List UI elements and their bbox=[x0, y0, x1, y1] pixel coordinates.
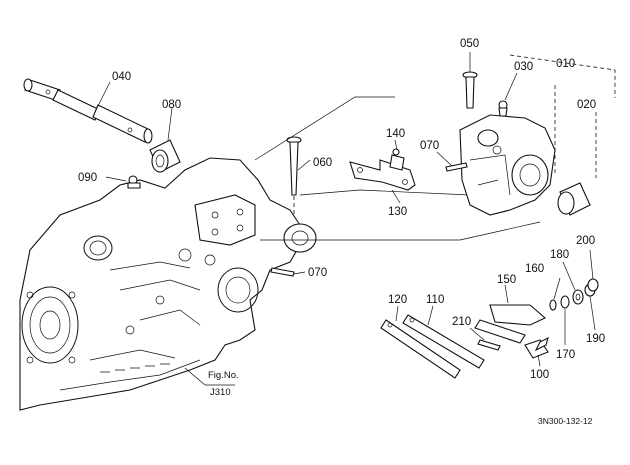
part-010-bracket bbox=[459, 114, 556, 216]
assy-line-b bbox=[299, 189, 471, 196]
part-020-bushing bbox=[557, 182, 591, 216]
leader-150 bbox=[504, 284, 509, 304]
drawing-code: 3N300-132-12 bbox=[538, 416, 593, 426]
leader-070-upper bbox=[436, 151, 453, 167]
label-130: 130 bbox=[388, 206, 407, 218]
part-100-bolt bbox=[524, 336, 549, 359]
part-200-nut bbox=[587, 278, 599, 292]
transmission-housing bbox=[19, 157, 317, 411]
label-050: 050 bbox=[460, 38, 479, 50]
part-070-pin-lower bbox=[270, 267, 295, 277]
label-210: 210 bbox=[452, 316, 471, 328]
leader-110 bbox=[427, 305, 434, 326]
leader-200 bbox=[589, 249, 594, 280]
leader-090 bbox=[105, 176, 127, 182]
leader-140 bbox=[394, 139, 398, 151]
label-110: 110 bbox=[426, 294, 444, 306]
part-090-nipple bbox=[127, 175, 141, 189]
label-100: 100 bbox=[530, 369, 549, 381]
part-070-pin-upper bbox=[445, 162, 468, 172]
part-040-shaft bbox=[23, 78, 153, 144]
part-110-link bbox=[402, 314, 485, 369]
label-120: 120 bbox=[388, 294, 407, 306]
label-060: 060 bbox=[313, 157, 332, 169]
label-070-upper: 070 bbox=[420, 140, 439, 152]
label-180: 180 bbox=[550, 249, 569, 261]
leader-120 bbox=[395, 305, 399, 322]
label-030: 030 bbox=[514, 61, 533, 73]
leader-030 bbox=[504, 72, 518, 101]
leader-210 bbox=[469, 327, 485, 341]
leader-060 bbox=[297, 159, 311, 171]
leader-180 bbox=[562, 261, 576, 291]
part-080-bushing bbox=[149, 139, 181, 173]
figure-ref-number: J310 bbox=[210, 387, 231, 398]
leader-100 bbox=[537, 354, 541, 367]
part-050-pin bbox=[462, 71, 478, 109]
figure-ref-prefix: Fig.No. bbox=[208, 370, 239, 381]
label-160: 160 bbox=[525, 263, 544, 275]
label-190: 190 bbox=[586, 333, 605, 345]
leader-figure-ref bbox=[184, 367, 206, 386]
label-170: 170 bbox=[556, 349, 575, 361]
part-030-nipple bbox=[498, 100, 508, 117]
leader-080 bbox=[167, 107, 173, 141]
label-140: 140 bbox=[386, 128, 405, 140]
kit-bracket bbox=[509, 54, 616, 98]
leader-160 bbox=[553, 277, 561, 300]
assy-line-c bbox=[260, 221, 541, 241]
label-200: 200 bbox=[576, 235, 595, 247]
part-180-washer bbox=[572, 289, 584, 305]
part-150-bracket bbox=[474, 304, 547, 344]
part-060-pin bbox=[286, 136, 302, 215]
label-080: 080 bbox=[162, 99, 181, 111]
part-160-washer bbox=[549, 299, 557, 311]
part-170-washer bbox=[560, 295, 570, 309]
leader-190 bbox=[589, 295, 596, 331]
label-010: 010 bbox=[556, 58, 575, 70]
label-070-lower: 070 bbox=[308, 267, 327, 279]
label-040: 040 bbox=[112, 71, 131, 83]
leader-040 bbox=[95, 81, 111, 111]
part-130-stay bbox=[349, 159, 416, 191]
leader-070-lower bbox=[293, 271, 306, 275]
label-020: 020 bbox=[577, 99, 596, 111]
assy-line-a bbox=[254, 96, 395, 161]
part-210-pin bbox=[477, 339, 501, 351]
leader-130 bbox=[391, 189, 401, 204]
part-140-nipple bbox=[389, 148, 405, 171]
label-090: 090 bbox=[78, 172, 97, 184]
label-150: 150 bbox=[497, 274, 516, 286]
part-120-link bbox=[380, 319, 461, 379]
